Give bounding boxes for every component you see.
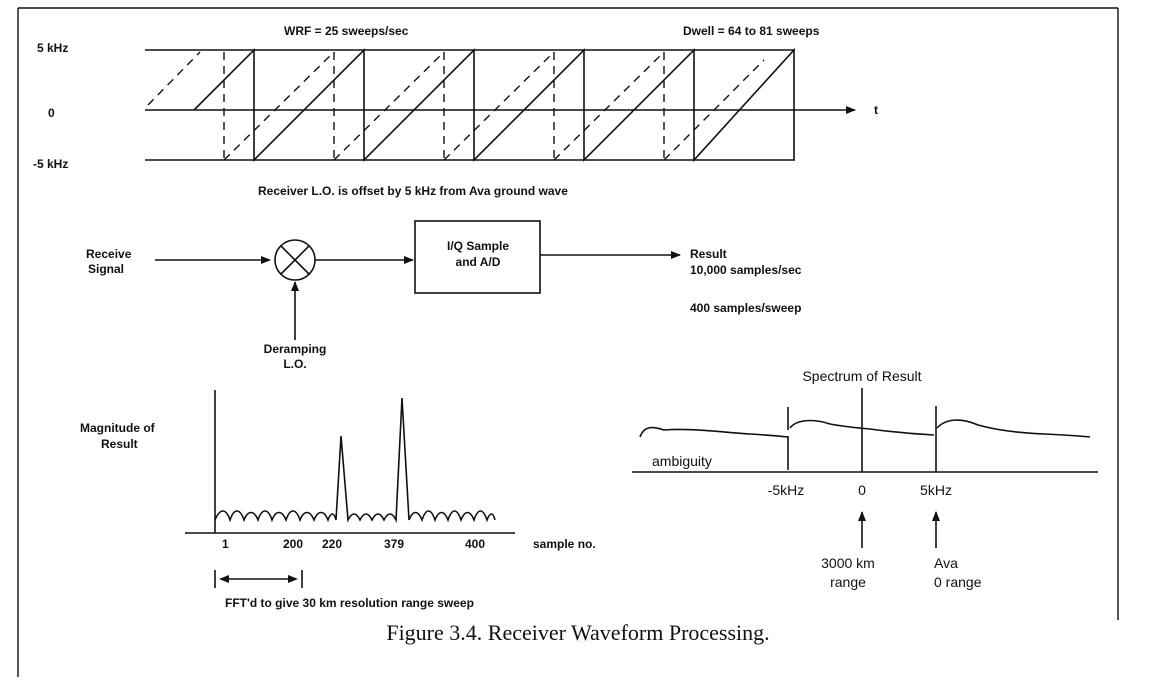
magnitude-plot: Magnitude of Result 1 200 220 379 400 sa… [80,390,596,610]
lo-label: L.O. [283,357,306,371]
echo-ramp [147,51,201,106]
y-label-5khz: 5 kHz [37,41,68,55]
tick-1: 1 [222,537,229,551]
range-3000km-line1: 3000 km [821,555,875,571]
range-3000km-line2: range [830,574,866,590]
tick-200: 200 [283,537,303,551]
spectrum-trace [639,419,1091,438]
ambiguity-label: ambiguity [652,453,712,469]
dwell-label: Dwell = 64 to 81 sweeps [683,24,820,38]
echo-ramp [223,51,335,161]
fft-note: FFT'd to give 30 km resolution range swe… [225,596,474,610]
sawtooth-solid [193,47,795,163]
magnitude-trace [214,397,496,524]
spectrum-tick-5khz: 5kHz [920,482,952,498]
tick-400: 400 [465,537,485,551]
echo-ramp [553,51,665,161]
echo-ramp [333,51,445,161]
magnitude-tick-labels: 1 200 220 379 400 [222,537,485,551]
echo-ramp [663,59,765,161]
tick-220: 220 [322,537,342,551]
sawtooth-dashed-echo [147,51,765,161]
fft-span-marker [214,570,303,588]
signal-chain-block-diagram: Receive Signal I/Q Sample and A/D Result… [86,220,802,371]
signal-label: Signal [88,262,124,276]
receive-label: Receive [86,247,132,261]
spectrum-tick-minus-5khz: -5kHz [768,482,805,498]
wrf-label: WRF = 25 sweeps/sec [284,24,409,38]
tick-379: 379 [384,537,404,551]
time-axis-label: t [874,103,878,117]
magnitude-ylabel-1: Magnitude of [80,421,156,435]
page-frame [17,7,1119,677]
offset-note: Receiver L.O. is offset by 5 kHz from Av… [258,184,568,198]
sweep-ramp [193,47,795,163]
magnitude-ylabel-2: Result [101,437,138,451]
ava-zero-range-label: 0 range [934,574,982,590]
y-label-0: 0 [48,106,55,120]
magnitude-xlabel: sample no. [533,537,596,551]
ad-label: and A/D [456,255,501,269]
result-label: Result [690,247,727,261]
spectrum-title: Spectrum of Result [802,368,921,384]
y-label-minus-5khz: -5 kHz [33,157,68,171]
iq-sample-ad-block [414,220,541,294]
mixer-icon [274,239,316,281]
ava-label: Ava [934,555,958,571]
figure-caption: Figure 3.4. Receiver Waveform Processing… [386,620,769,645]
echo-ramp [443,51,555,161]
iq-sample-label: I/Q Sample [447,239,509,253]
rate-per-sec: 10,000 samples/sec [690,263,802,277]
deramping-label: Deramping [264,342,327,356]
rate-per-sweep: 400 samples/sweep [690,301,801,315]
spectrum-tick-0: 0 [858,482,866,498]
sweep-timing-diagram: WRF = 25 sweeps/sec Dwell = 64 to 81 swe… [33,24,878,198]
spectrum-plot: Spectrum of Result ambiguity -5kHz 0 5kH… [632,368,1098,590]
